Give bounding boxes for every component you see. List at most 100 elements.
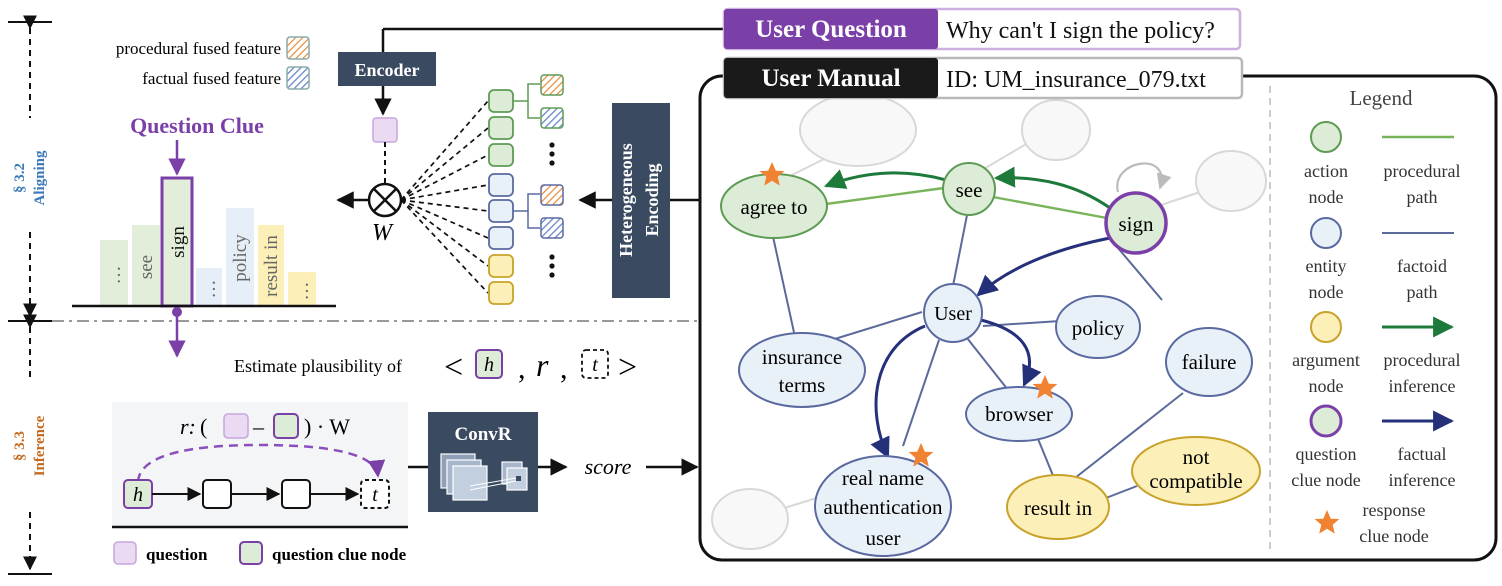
factual-fused-feature-label: factual fused feature (142, 69, 281, 88)
svg-text:>: > (618, 349, 637, 386)
sign-self-loop (1116, 162, 1172, 193)
node-agree-to-label: agree to (740, 195, 807, 219)
section-markers: § 3.2 Aligning § 3.3 Inference (8, 15, 52, 575)
graph-legend: Legend action node procedural path entit… (1291, 86, 1460, 546)
node-failure: failure (1165, 327, 1253, 397)
legend-argument-2: node (1309, 376, 1344, 396)
estimate-h-box (475, 349, 503, 379)
node-real-name-label-1: real name (842, 466, 924, 490)
encoder-box (338, 52, 436, 86)
node-not-compatible: not compatible (1131, 436, 1261, 506)
factual-hatch-swatch (286, 66, 310, 90)
legend-action-swatch (1310, 121, 1342, 153)
section-aligning-number: § 3.2 (12, 163, 28, 193)
token-1: … (104, 266, 125, 285)
token-7: … (292, 282, 313, 301)
relation-clue-box (273, 413, 299, 439)
legend-entity-2: node (1309, 282, 1344, 302)
legend-argument-1: argument (1292, 350, 1360, 370)
estimate-h: h (484, 354, 494, 376)
estimate-t: t (592, 354, 598, 376)
node-result-in-label: result in (1024, 496, 1093, 520)
relation-suffix: ) · W (304, 414, 350, 439)
section-inference-label: Inference (32, 415, 48, 476)
factual-inference-sign-user (976, 236, 1111, 297)
node-result-in: result in (1006, 474, 1110, 540)
estimate-t-box (581, 349, 609, 379)
relation-dashed-arc (136, 443, 386, 483)
legend-response-1: response (1363, 500, 1426, 520)
node-real-name: real name authentication user (814, 455, 952, 557)
node-not-compatible-label-1: not (1183, 445, 1210, 469)
node-policy: policy (1055, 295, 1141, 359)
estimate-label: Estimate plausibility of (234, 356, 402, 376)
legend-factual-inference-2: inference (1389, 470, 1456, 490)
node-real-name-label-2: authentication (824, 495, 943, 519)
legend-entity-swatch (1310, 217, 1342, 249)
chain-t: t (372, 484, 378, 506)
factual-inference-user-realname (870, 324, 926, 459)
fused-feature-legend: procedural fused feature factual fused f… (116, 36, 310, 90)
procedural-inference-sign-see (993, 166, 1111, 210)
score-label: score (585, 454, 632, 479)
procedural-hatch-swatch (286, 36, 310, 60)
factoid-paths (771, 209, 1184, 499)
node-user-label: User (934, 303, 972, 325)
legend-title: Legend (1350, 86, 1413, 110)
multiply-operator (367, 182, 403, 218)
factual-inference-user-browser (980, 318, 1042, 387)
token-6: result in (261, 235, 282, 297)
svg-text:,: , (560, 352, 568, 385)
user-manual-label: User Manual (761, 65, 900, 92)
relation-question-box (223, 413, 249, 439)
section-aligning-label: Aligning (32, 150, 48, 206)
node-policy-label: policy (1072, 316, 1125, 340)
token-3: sign (168, 226, 189, 258)
legend-question-clue-1: question (1296, 444, 1357, 464)
legend-procedural-inference-1: procedural (1384, 350, 1461, 370)
legend-factual-inference-1: factual (1398, 444, 1447, 464)
chain-h: h (133, 484, 143, 506)
faded-nodes (711, 93, 1267, 550)
legend-argument-swatch (1310, 311, 1342, 343)
user-manual-id: ID: UM_insurance_079.txt (946, 67, 1206, 93)
legend-question-clue-2: clue node (1291, 470, 1360, 490)
node-see: see (942, 162, 996, 216)
legend-procedural-path-2: path (1407, 187, 1438, 207)
question-clue-legend-label: question clue node (272, 545, 407, 564)
legend-action-2: node (1309, 187, 1344, 207)
attention-fan (400, 100, 489, 294)
question-clue-legend-swatch (239, 541, 263, 565)
node-real-name-label-3: user (866, 526, 901, 550)
token-bars: … see sign … policy result in … (72, 176, 336, 358)
node-insurance-terms: insurance terms (738, 332, 866, 408)
legend-question-clue-swatch (1309, 404, 1343, 438)
section-inference-number: § 3.3 (12, 431, 28, 461)
user-question-header: User Question Why can't I sign the polic… (722, 7, 1242, 51)
token-4: … (199, 280, 220, 299)
legend-procedural-path-1: procedural (1384, 161, 1461, 181)
svg-text:,: , (518, 352, 526, 385)
heterogeneous-label: Heterogeneous (616, 143, 636, 257)
user-manual-header: User Manual ID: UM_insurance_079.txt (722, 56, 1244, 100)
token-5: policy (230, 234, 251, 282)
question-legend-swatch (113, 541, 137, 565)
node-insurance-label-2: terms (779, 373, 826, 397)
encoder-label: Encoder (355, 60, 420, 80)
chain-t-box (360, 479, 390, 509)
token-2: see (136, 255, 157, 279)
node-user: User (923, 283, 983, 343)
question-embedding (372, 117, 398, 143)
node-failure-label: failure (1182, 350, 1237, 374)
convolution-icon (440, 453, 528, 501)
node-not-compatible-label-2: compatible (1149, 469, 1242, 493)
svg-text:<: < (444, 349, 463, 386)
legend-action-1: action (1304, 161, 1348, 181)
procedural-inference-see-agree (824, 169, 947, 189)
convr-label: ConvR (454, 424, 511, 445)
user-question-text: Why can't I sign the policy? (946, 18, 1215, 44)
node-see-label: see (956, 178, 983, 202)
question-legend-label: question (146, 545, 208, 564)
encoded-node-column (488, 74, 564, 305)
